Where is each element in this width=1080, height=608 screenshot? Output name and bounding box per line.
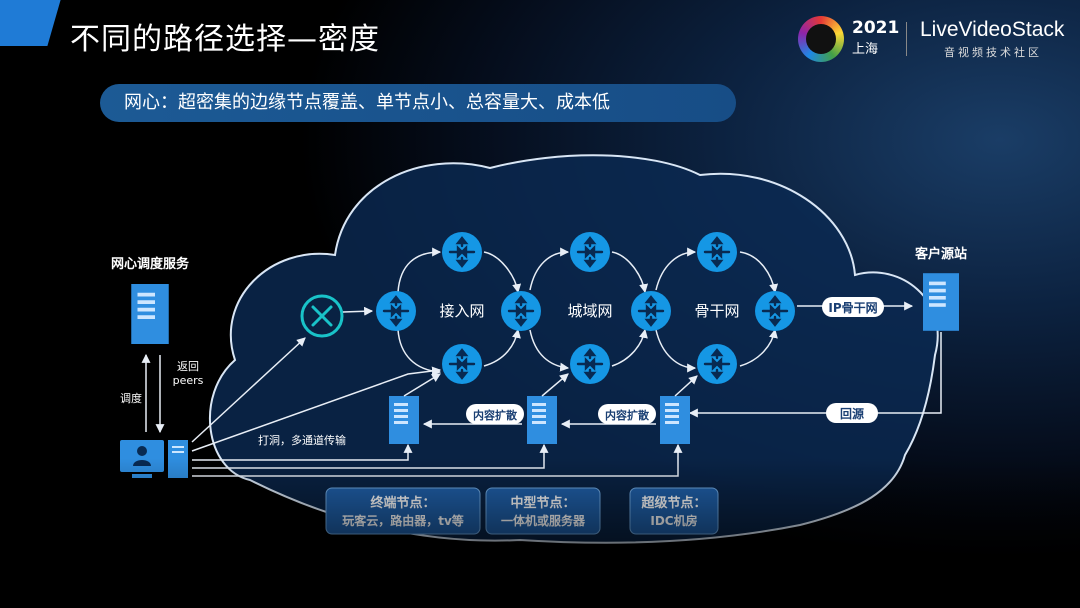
event-city: 上海 (852, 42, 879, 57)
origin-label: 客户源站 (915, 246, 967, 262)
content-expand-tag (598, 404, 656, 424)
nat-link (342, 306, 374, 316)
return-label: 返回 (177, 360, 199, 373)
router-icon (695, 230, 739, 274)
backbone-network-label: 骨干网 (694, 302, 739, 320)
punch-label: 打洞，多通道传输 (258, 433, 346, 447)
back-to-origin-label: 回源 (840, 406, 864, 421)
medium-node-desc: 一体机或服务器 (501, 513, 586, 528)
edge-server-icon (660, 396, 690, 444)
slide-title: 不同的路径选择—密度 (70, 22, 380, 57)
content-expand-label: 内容扩散 (473, 408, 518, 422)
edge-uplink-2 (541, 373, 569, 397)
content-expand-label: 内容扩散 (605, 408, 650, 422)
medium-node-box (485, 487, 601, 535)
org-subtitle: 音视频技术社区 (944, 46, 1042, 59)
org-logo-text: LiveVideoStack (920, 18, 1065, 41)
super-node-box (629, 487, 719, 535)
origin-server-icon (923, 273, 959, 331)
router-icon (568, 342, 612, 386)
punch-link (191, 366, 442, 452)
medium-node-title: 中型节点： (510, 495, 575, 511)
router-icon (568, 230, 612, 274)
metro-network-label: 城域网 (567, 302, 612, 320)
content-expand-tag (466, 404, 524, 424)
channel-link-1 (192, 443, 413, 461)
router-icon (499, 289, 543, 333)
edge-uplink-3 (674, 375, 698, 397)
super-node-title: 超级节点： (641, 495, 706, 511)
terminal-node-title: 终端节点： (370, 495, 435, 511)
cloud-shape (208, 154, 939, 544)
edge-uplink-1 (403, 373, 441, 397)
client-to-nat-link (191, 337, 306, 443)
back-to-origin-link (688, 332, 942, 418)
mesh-links (397, 247, 779, 376)
back-to-origin-tag (826, 403, 878, 423)
event-logo-icon (798, 16, 844, 62)
terminal-node-desc: 玩客云，路由器，tv等 (342, 513, 464, 528)
nat-icon (300, 294, 344, 338)
schedule-label: 调度 (120, 391, 142, 405)
summary-banner: 网心：超密集的边缘节点覆盖、单节点小、总容量大、成本低 (100, 84, 736, 122)
super-node-desc: IDC机房 (650, 513, 697, 528)
router-icon (695, 342, 739, 386)
monitor-icon (120, 440, 164, 478)
ip-backbone-label: IP骨干网 (828, 301, 877, 315)
router-icon (629, 289, 673, 333)
ip-backbone-tag (822, 297, 884, 317)
channel-link-2 (192, 443, 549, 469)
peers-label: peers (173, 374, 204, 387)
router-icon (753, 289, 797, 333)
router-icon (440, 230, 484, 274)
edge-server-icon (527, 396, 557, 444)
router-icon (374, 289, 418, 333)
scheduler-label: 网心调度服务 (111, 256, 190, 272)
edge-server-icon (389, 396, 419, 444)
terminal-node-box (325, 487, 481, 535)
event-year: 2021 (852, 18, 900, 38)
channel-link-3 (192, 443, 683, 477)
logo-divider (906, 22, 907, 56)
access-network-label: 接入网 (439, 302, 484, 320)
router-icon (440, 342, 484, 386)
scheduler-server-icon (131, 284, 169, 344)
client-tower-icon (168, 440, 188, 478)
